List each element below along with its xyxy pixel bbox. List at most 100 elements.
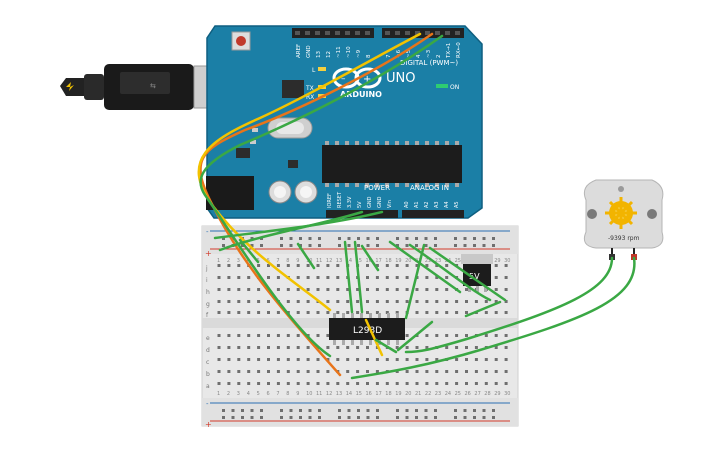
breadboard-hole[interactable] — [494, 334, 498, 337]
rail-hole[interactable] — [482, 409, 486, 412]
breadboard-hole[interactable] — [346, 370, 350, 373]
breadboard-hole[interactable] — [375, 358, 379, 361]
breadboard-hole[interactable] — [336, 382, 340, 385]
breadboard-hole[interactable] — [484, 311, 488, 314]
breadboard-hole[interactable] — [296, 358, 300, 361]
breadboard-hole[interactable] — [445, 382, 449, 385]
breadboard-hole[interactable] — [455, 382, 459, 385]
rail-hole[interactable] — [405, 237, 409, 240]
rail-hole[interactable] — [222, 409, 225, 412]
rail-hole[interactable] — [318, 416, 321, 419]
rail-hole[interactable] — [308, 244, 312, 247]
rail-hole[interactable] — [299, 237, 302, 240]
breadboard-hole[interactable] — [504, 311, 508, 314]
breadboard-hole[interactable] — [316, 276, 320, 279]
breadboard-hole[interactable] — [415, 300, 419, 303]
rail-hole[interactable] — [415, 409, 418, 412]
breadboard-hole[interactable] — [356, 311, 360, 314]
breadboard-hole[interactable] — [405, 370, 409, 373]
breadboard-hole[interactable] — [375, 264, 379, 267]
breadboard-hole[interactable] — [316, 264, 320, 267]
breadboard-hole[interactable] — [247, 370, 251, 373]
breadboard-hole[interactable] — [445, 311, 449, 314]
l293d-chip[interactable]: L293D — [329, 313, 405, 345]
rail-hole[interactable] — [260, 416, 263, 419]
rail-hole[interactable] — [280, 244, 283, 247]
rail-hole[interactable] — [231, 416, 235, 419]
breadboard-hole[interactable] — [336, 346, 340, 349]
breadboard-hole[interactable] — [316, 334, 320, 337]
breadboard-hole[interactable] — [336, 358, 340, 361]
breadboard-hole[interactable] — [425, 358, 429, 361]
rail-hole[interactable] — [473, 409, 476, 412]
breadboard-hole[interactable] — [237, 311, 241, 314]
breadboard-hole[interactable] — [385, 300, 389, 303]
breadboard-hole[interactable] — [504, 276, 508, 279]
rail-hole[interactable] — [434, 244, 437, 247]
breadboard-hole[interactable] — [465, 311, 468, 314]
breadboard-hole[interactable] — [247, 346, 251, 349]
breadboard-hole[interactable] — [385, 382, 389, 385]
breadboard-hole[interactable] — [296, 311, 300, 314]
breadboard-hole[interactable] — [217, 334, 221, 337]
breadboard-hole[interactable] — [375, 370, 379, 373]
breadboard-hole[interactable] — [474, 382, 478, 385]
breadboard-hole[interactable] — [455, 334, 459, 337]
breadboard-hole[interactable] — [425, 276, 429, 279]
breadboard-hole[interactable] — [356, 382, 360, 385]
breadboard-hole[interactable] — [237, 346, 241, 349]
rail-hole[interactable] — [308, 416, 312, 419]
rail-hole[interactable] — [308, 409, 312, 412]
breadboard-hole[interactable] — [217, 264, 221, 267]
rail-hole[interactable] — [473, 237, 476, 240]
breadboard-hole[interactable] — [395, 311, 399, 314]
breadboard-hole[interactable] — [267, 358, 270, 361]
rail-hole[interactable] — [289, 237, 293, 240]
breadboard-hole[interactable] — [276, 370, 280, 373]
breadboard-hole[interactable] — [465, 346, 468, 349]
rail-hole[interactable] — [299, 416, 302, 419]
breadboard-hole[interactable] — [276, 311, 280, 314]
breadboard-hole[interactable] — [336, 311, 340, 314]
rail-hole[interactable] — [222, 237, 225, 240]
breadboard-hole[interactable] — [346, 382, 350, 385]
breadboard-hole[interactable] — [415, 370, 419, 373]
rail-hole[interactable] — [366, 237, 370, 240]
breadboard-hole[interactable] — [286, 382, 290, 385]
rail-hole[interactable] — [454, 416, 457, 419]
rail-hole[interactable] — [241, 416, 244, 419]
breadboard-hole[interactable] — [276, 346, 280, 349]
breadboard-hole[interactable] — [474, 370, 478, 373]
rail-hole[interactable] — [424, 244, 428, 247]
breadboard-hole[interactable] — [435, 311, 439, 314]
breadboard-hole[interactable] — [306, 346, 310, 349]
breadboard-hole[interactable] — [276, 288, 280, 291]
breadboard-hole[interactable] — [415, 288, 419, 291]
breadboard-hole[interactable] — [405, 264, 409, 267]
rail-hole[interactable] — [289, 416, 293, 419]
breadboard-hole[interactable] — [405, 334, 409, 337]
breadboard-hole[interactable] — [465, 370, 468, 373]
rail-hole[interactable] — [482, 237, 486, 240]
rail-hole[interactable] — [396, 237, 399, 240]
breadboard-hole[interactable] — [217, 358, 221, 361]
breadboard-hole[interactable] — [227, 346, 231, 349]
breadboard-hole[interactable] — [494, 382, 498, 385]
rail-hole[interactable] — [366, 244, 370, 247]
breadboard-hole[interactable] — [375, 300, 379, 303]
rail-hole[interactable] — [434, 409, 437, 412]
breadboard-hole[interactable] — [435, 288, 439, 291]
breadboard-hole[interactable] — [316, 288, 320, 291]
breadboard-hole[interactable] — [326, 334, 330, 337]
rail-hole[interactable] — [463, 244, 467, 247]
breadboard-hole[interactable] — [484, 334, 488, 337]
breadboard-hole[interactable] — [257, 358, 261, 361]
rail-hole[interactable] — [482, 416, 486, 419]
breadboard-hole[interactable] — [326, 370, 330, 373]
breadboard-hole[interactable] — [504, 358, 508, 361]
breadboard-hole[interactable] — [385, 288, 389, 291]
breadboard-hole[interactable] — [445, 288, 449, 291]
rail-hole[interactable] — [318, 237, 321, 240]
breadboard-hole[interactable] — [316, 382, 320, 385]
breadboard-hole[interactable] — [445, 334, 449, 337]
